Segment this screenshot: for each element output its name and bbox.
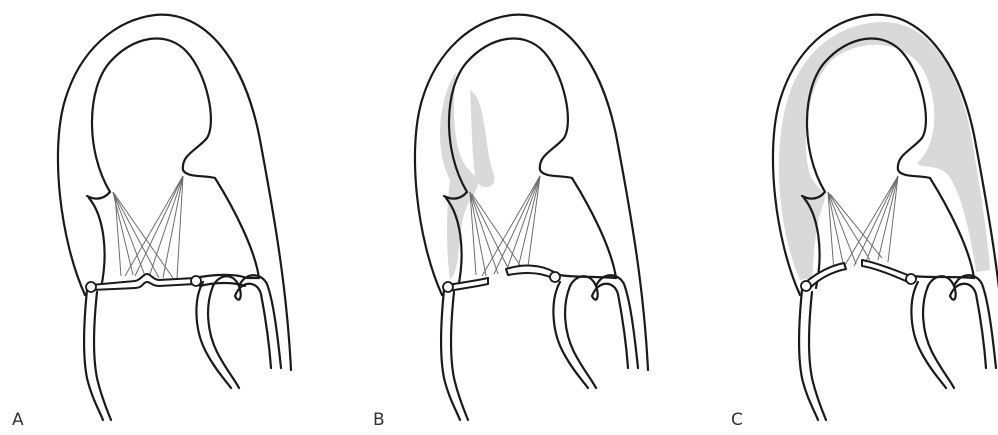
mitral-leaflets — [91, 274, 195, 290]
annulus-node — [550, 272, 560, 282]
panel-b — [415, 15, 648, 420]
chordae-tendineae — [828, 176, 898, 272]
panel-label-a: A — [12, 410, 25, 430]
mitral-leaflets — [448, 278, 488, 291]
chordae-tendineae — [113, 176, 183, 278]
annulus-node — [191, 276, 201, 286]
annulus-node — [801, 281, 811, 291]
chordae-tendineae — [470, 176, 540, 276]
panel-label-c: C — [731, 410, 744, 430]
annulus-node — [86, 282, 96, 292]
panel-label-b: B — [373, 410, 386, 430]
annulus-node — [906, 274, 916, 284]
annulus-node — [443, 282, 453, 292]
panel-c — [773, 15, 998, 420]
panel-a — [58, 15, 291, 420]
